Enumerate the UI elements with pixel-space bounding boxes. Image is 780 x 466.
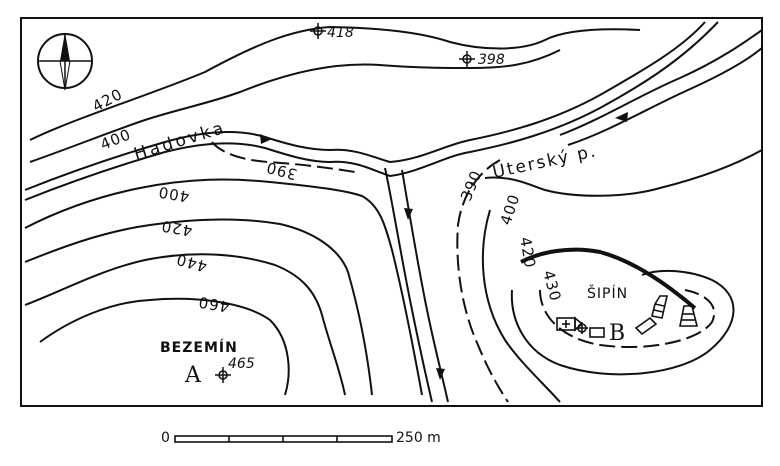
- contour-420-w: [24, 218, 373, 396]
- contour-430-e: [539, 289, 715, 348]
- stream-label-utersky: Úterský p.: [490, 139, 599, 183]
- contour-400-e-lower: [481, 209, 561, 403]
- spot-height-398: 398: [478, 52, 505, 68]
- site-label-a: A: [184, 363, 202, 388]
- building-symbol: [589, 327, 605, 338]
- map-frame: [20, 17, 763, 407]
- scale-bar-end-label: 250 m: [396, 430, 441, 446]
- stream-south: [384, 167, 433, 403]
- stream-hadovka: [24, 21, 706, 191]
- spot-height-418: 418: [327, 25, 354, 41]
- contour-label-390-e: 390: [457, 167, 486, 203]
- spot-height-markers: [215, 23, 475, 383]
- flow-arrows: [260, 112, 628, 380]
- stream-hadovka-bank: [24, 21, 719, 201]
- contour-460-w: [39, 297, 290, 396]
- contour-label-420-e: 420: [516, 236, 539, 270]
- contour-440-w: [24, 253, 346, 396]
- contour-label-430-e: 430: [539, 268, 565, 303]
- stream-label-hadovka: Hadovka: [132, 118, 229, 165]
- contour-400-nw: [29, 49, 561, 163]
- contour-label-400-nw: 400: [98, 125, 134, 154]
- north-arrow-icon: [37, 32, 93, 91]
- scale-bar: [174, 435, 393, 443]
- contour-label-390-mid: 390: [264, 158, 299, 184]
- contour-390-mid: [211, 141, 356, 173]
- contour-390-e: [456, 159, 509, 403]
- site-label-b: B: [609, 321, 625, 346]
- contour-420-nw: [29, 25, 641, 141]
- place-name-sipin: ŠIPÍN: [587, 284, 628, 302]
- contour-400-w: [24, 178, 423, 396]
- contour-400-e: [484, 149, 763, 197]
- ridge-line: [520, 247, 697, 310]
- contour-label-420-nw: 420: [89, 85, 125, 116]
- stream-utersky-bank: [567, 47, 763, 146]
- contour-label-460-w: 460: [196, 293, 230, 316]
- village-symbols: [556, 295, 699, 338]
- stream-utersky: [559, 29, 763, 136]
- contour-label-400-e: 400: [497, 192, 524, 228]
- spot-height-465: 465: [228, 356, 255, 372]
- scale-bar-start-label: 0: [161, 430, 170, 446]
- contour-label-420-w: 420: [159, 217, 193, 240]
- contour-420-e: [510, 269, 735, 376]
- place-name-bezemin: BEZEMÍN: [160, 339, 238, 356]
- contour-label-400-w: 400: [156, 183, 190, 206]
